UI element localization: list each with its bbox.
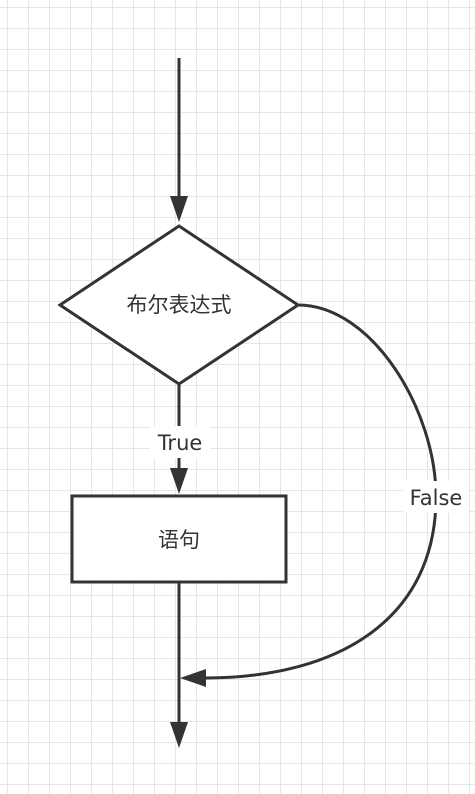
true-edge-label: True: [157, 431, 203, 455]
false-edge-curve: [204, 303, 438, 680]
statement-label: 语句: [158, 528, 200, 552]
true-edge-arrowhead: [170, 468, 188, 494]
true-edge-label-background: [150, 426, 210, 458]
statement-box[interactable]: [70, 494, 288, 584]
false-edge-arrowhead: [180, 669, 206, 687]
exit-edge-arrowhead: [170, 722, 188, 748]
false-edge-label-background: [403, 481, 469, 513]
entry-edge-arrowhead: [170, 196, 188, 222]
decision-label: 布尔表达式: [127, 293, 232, 317]
false-edge-label: False: [410, 486, 463, 510]
